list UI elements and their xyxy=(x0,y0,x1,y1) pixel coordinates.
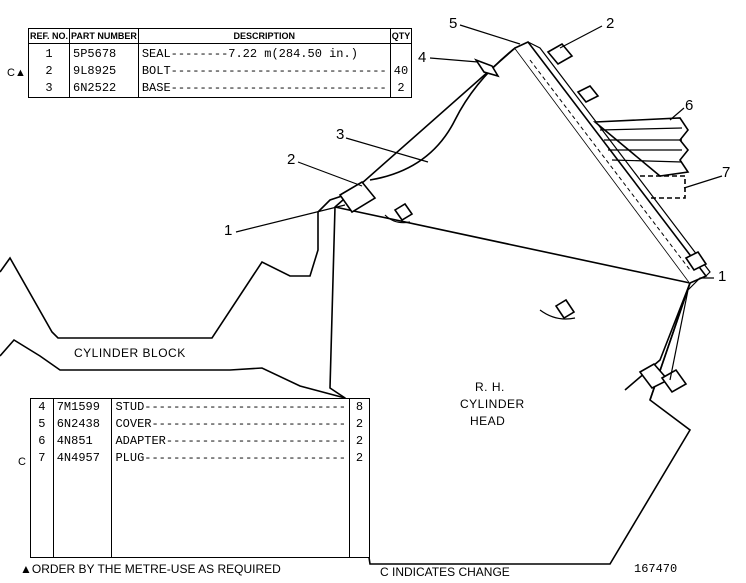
change-note: C INDICATES CHANGE xyxy=(380,565,510,579)
leader-1b xyxy=(669,277,714,381)
callout-4: 4 xyxy=(418,49,427,66)
table-row: 7 4N4957 PLUG---------------------------… xyxy=(30,450,371,467)
table-row: 5 6N2438 COVER--------------------------… xyxy=(30,416,371,433)
plug-outline xyxy=(640,175,686,199)
callout-5: 5 xyxy=(449,15,458,32)
header-part-number: PART NUMBER xyxy=(69,28,139,44)
adapter-ribs xyxy=(599,127,683,163)
leader-4 xyxy=(429,57,479,63)
cylinder-block-lower xyxy=(0,338,346,399)
ref-no: 1 xyxy=(27,43,71,63)
part-number: 7M1599 xyxy=(52,398,113,416)
qty: 2 xyxy=(389,80,413,98)
description: COVER--------------------------- xyxy=(111,416,350,433)
part-number: 4N851 xyxy=(52,433,113,450)
mark-1 xyxy=(384,214,411,224)
callout-6: 6 xyxy=(685,97,694,114)
ref-no: 6 xyxy=(30,433,54,450)
figure-number: 167470 xyxy=(634,562,678,576)
callout-1-left: 1 xyxy=(224,222,233,239)
bolt-2a xyxy=(338,180,377,214)
bolt-right xyxy=(684,250,708,272)
description: BOLT------------------------------ xyxy=(137,63,391,80)
leader-7 xyxy=(683,175,723,189)
qty xyxy=(389,43,413,63)
description: ADAPTER------------------------- xyxy=(111,433,350,450)
table-row: 3 6N2522 BASE---------------------------… xyxy=(27,80,413,98)
bolt-inner-1 xyxy=(393,202,414,222)
description: BASE------------------------------ xyxy=(137,80,391,98)
table-row: 1 5P5678 SEAL--------7.22 m(284.50 in.) xyxy=(27,43,413,63)
leader-1a xyxy=(235,204,346,233)
cylinder-head-label-3: HEAD xyxy=(470,414,506,428)
ref-no: 3 xyxy=(27,80,71,98)
callout-3: 3 xyxy=(336,126,345,143)
part-number: 5P5678 xyxy=(69,43,139,63)
callout-2-left: 2 xyxy=(287,151,296,168)
header-ref-no: REF. NO. xyxy=(27,28,71,44)
description: PLUG---------------------------- xyxy=(111,450,350,467)
bolt-inner-2 xyxy=(554,298,576,320)
bolt-lower-2 xyxy=(660,368,688,394)
qty: 2 xyxy=(348,416,371,433)
cylinder-block-label: CYLINDER BLOCK xyxy=(74,346,186,360)
leader-3 xyxy=(345,137,429,163)
ref-no: 2 xyxy=(27,63,71,80)
table-row: 4 7M1599 STUD---------------------------… xyxy=(30,398,371,416)
leader-6 xyxy=(669,107,685,121)
qty: 8 xyxy=(348,398,371,416)
callout-2-top: 2 xyxy=(606,15,615,32)
part-number: 4N4957 xyxy=(52,450,113,467)
order-note: ▲ORDER BY THE METRE-USE AS REQUIRED xyxy=(20,562,281,576)
description: STUD---------------------------- xyxy=(111,398,350,416)
table-row: 2 9L8925 BOLT---------------------------… xyxy=(27,63,413,80)
header-qty: QTY xyxy=(389,28,413,44)
table-row: 6 4N851 ADAPTER-------------------------… xyxy=(30,433,371,450)
bolt-head-top xyxy=(546,42,574,66)
part-number: 9L8925 xyxy=(69,63,139,80)
leader-5 xyxy=(459,24,521,45)
seal-dashes xyxy=(529,59,691,271)
cylinder-head-edge xyxy=(334,206,691,284)
ref-no: 7 xyxy=(30,450,54,467)
qty: 2 xyxy=(348,433,371,450)
ref-no: 4 xyxy=(30,398,54,416)
qty: 40 xyxy=(389,63,413,80)
part-number: 6N2438 xyxy=(52,416,113,433)
ref-no: 5 xyxy=(30,416,54,433)
bolt-mid xyxy=(576,84,600,104)
description: SEAL--------7.22 m(284.50 in.) xyxy=(137,43,391,63)
mark-2 xyxy=(539,309,576,320)
table-filler-row xyxy=(30,467,371,558)
part-number: 6N2522 xyxy=(69,80,139,98)
cylinder-head-label-1: R. H. xyxy=(475,380,505,394)
stud-4 xyxy=(473,58,500,78)
change-flag-row-7: C xyxy=(18,456,26,468)
change-flag-row-1: C▲ xyxy=(7,67,26,79)
cylinder-block-outline xyxy=(0,195,343,339)
parts-table-bottom: 4 7M1599 STUD---------------------------… xyxy=(30,398,371,558)
qty: 2 xyxy=(348,450,371,467)
cylinder-head-label-2: CYLINDER xyxy=(460,397,525,411)
leader-2b xyxy=(559,25,603,49)
leader-2a xyxy=(297,161,363,187)
header-description: DESCRIPTION xyxy=(137,28,391,44)
callout-1-right: 1 xyxy=(718,268,727,285)
table-header-row: REF. NO. PART NUMBER DESCRIPTION QTY xyxy=(27,28,413,44)
parts-table-top: REF. NO. PART NUMBER DESCRIPTION QTY 1 5… xyxy=(27,28,413,98)
callout-7: 7 xyxy=(722,164,731,181)
